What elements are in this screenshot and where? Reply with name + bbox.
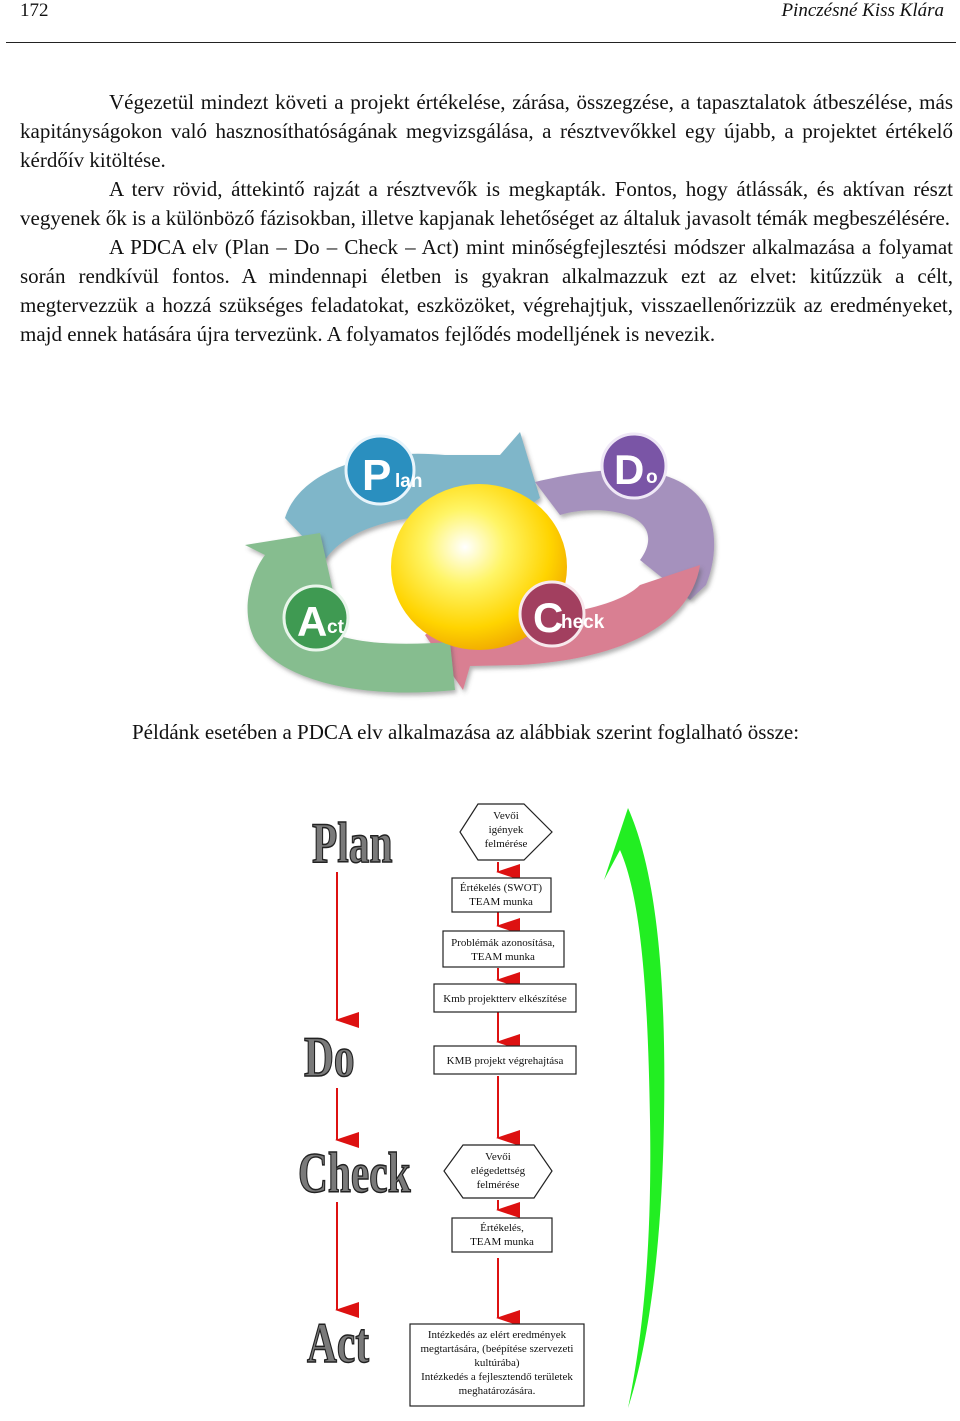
box6-line: Intézkedés a fejlesztendő területek — [421, 1371, 573, 1383]
phase-label-do: Do — [304, 1024, 355, 1088]
plan-small-letters: lan — [395, 471, 422, 492]
box6-line: Intézkedés az elért eredmények — [428, 1329, 567, 1341]
running-author: Pinczésné Kiss Klára — [781, 0, 944, 21]
hexagon-satisfaction — [443, 1144, 553, 1199]
hexagon-customer-needs — [459, 803, 553, 861]
page-number: 172 — [20, 0, 49, 21]
plan-badge: P lan — [344, 434, 422, 506]
act-badge: A ct — [282, 584, 350, 652]
do-big-letter: D — [614, 446, 644, 493]
box2-line: Problémák azonosítása, — [451, 937, 555, 949]
hex2-line: Vevői — [485, 1151, 511, 1163]
hex1-line: felmérése — [485, 838, 528, 850]
box-evaluation — [451, 1217, 553, 1253]
paragraph: A terv rövid, áttekintő rajzát a résztve… — [20, 177, 953, 230]
box1-line: TEAM munka — [469, 896, 533, 908]
box3-line: Kmb projektterv elkészítése — [443, 993, 567, 1005]
box-kmb-execution — [433, 1045, 577, 1075]
do-badge: D o — [600, 432, 668, 500]
body-text: Végezetül mindezt követi a projekt érték… — [20, 88, 953, 349]
pdca-cycle-figure: P lan D o C heck A ct — [245, 432, 715, 693]
box5-line: TEAM munka — [470, 1236, 534, 1248]
check-badge: C heck — [518, 580, 605, 648]
box4-line: KMB projekt végrehajtása — [447, 1055, 564, 1067]
do-small-letters: o — [646, 467, 658, 488]
hex2-line: elégedettség — [471, 1165, 526, 1177]
box-swot — [451, 877, 552, 913]
check-small-letters: heck — [561, 612, 605, 633]
hex1-line: Vevői — [493, 810, 519, 822]
header-rule — [6, 42, 956, 43]
act-segment — [245, 533, 455, 693]
plan-big-letter: P — [362, 451, 391, 500]
paragraph: Végezetül mindezt követi a projekt érték… — [20, 90, 953, 172]
phase-label-plan: Plan — [312, 810, 393, 874]
check-big-letter: C — [533, 594, 563, 641]
act-big-letter: A — [297, 598, 327, 645]
phase-label-act: Act — [307, 1310, 369, 1374]
box6-line: meghatározására. — [459, 1385, 536, 1397]
box6-line: kultúrába) — [474, 1357, 520, 1369]
do-segment — [535, 469, 715, 600]
box5-line: Értékelés, — [480, 1222, 524, 1234]
box6-line: megtartására, (beépítése szervezeti — [421, 1343, 574, 1355]
hex2-line: felmérése — [477, 1179, 520, 1191]
box-measures — [409, 1323, 585, 1407]
box1-line: Értékelés (SWOT) — [460, 882, 542, 894]
figure-caption: Példánk esetében a PDCA elv alkalmazása … — [132, 720, 800, 744]
phase-label-check: Check — [298, 1140, 411, 1204]
box-kmb-plan — [433, 983, 577, 1013]
act-small-letters: ct — [327, 617, 345, 638]
green-feedback-arrow — [604, 808, 665, 1408]
hex1-line: igények — [489, 824, 524, 836]
box-problems — [442, 930, 565, 968]
box2-line: TEAM munka — [471, 951, 535, 963]
paragraph: A PDCA elv (Plan – Do – Check – Act) min… — [20, 235, 953, 346]
